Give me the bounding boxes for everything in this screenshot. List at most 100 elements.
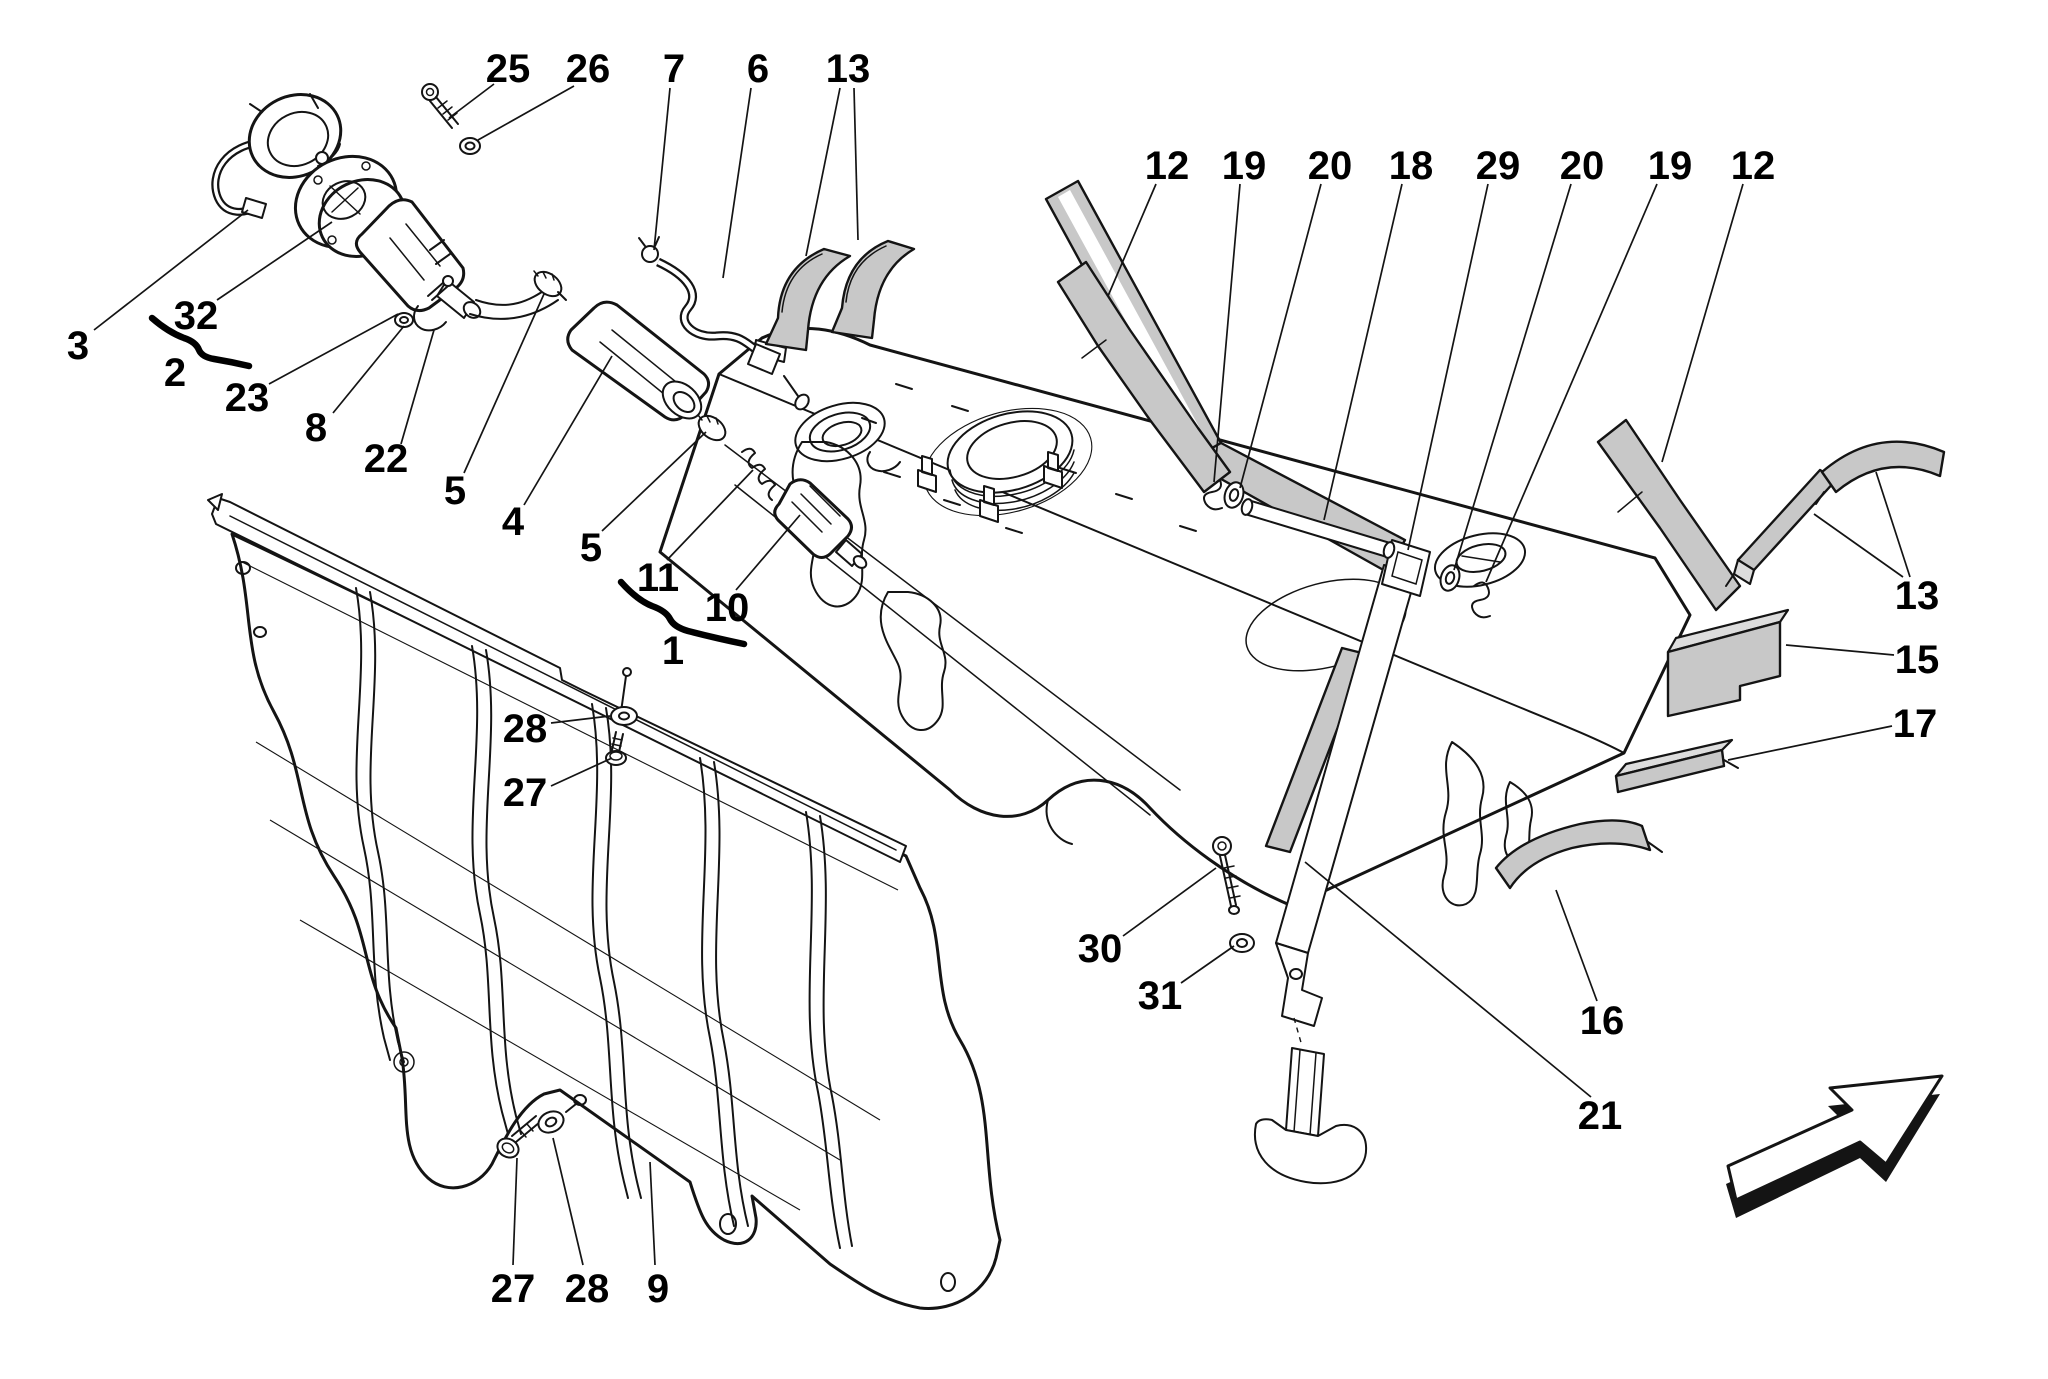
tank-top-front-crease [718,373,1625,754]
nut-26 [459,137,481,155]
breather-hose-highlight [657,259,762,355]
filler-neck [923,407,1093,517]
callout-17-33: 17 [1893,702,1938,746]
washer-31 [1229,933,1255,953]
leader-line-3 [93,209,249,331]
brace-group-2 [148,314,253,370]
leader-line-30 [1122,867,1217,937]
callout-5-21: 5 [580,526,602,570]
washer-20-right-hole [1444,571,1456,585]
leader-line-27 [550,757,613,787]
fuel-pump-cap [247,93,343,179]
retainer-clip-19-right [1471,581,1491,619]
washer-28-lower [537,1110,565,1134]
pad-16 [1494,819,1663,890]
pad-13-front-b [830,239,916,340]
leader-line-29 [1407,183,1489,551]
callout-28-35: 28 [565,1267,610,1311]
leader-line-25 [448,83,495,119]
cable-plug [241,197,267,219]
strap-buckle [1381,539,1431,597]
fuel-tank [658,326,1692,908]
panel-holes [235,561,956,1292]
leader-line-16 [1555,889,1598,1002]
leader-line-13 [1875,471,1911,578]
callout-6-3: 6 [747,47,769,91]
banjo-fitting-7 [638,236,660,263]
panel-creases [237,559,899,1211]
leader-line-28 [550,715,611,724]
leader-line-22 [400,329,435,445]
callout-26-1: 26 [566,47,611,91]
upper-fixing [605,667,638,766]
callout-23-16: 23 [225,376,270,420]
leader-line-5 [463,293,545,474]
leader-line-27 [512,1157,518,1266]
bolt-30 [1212,836,1241,915]
leader-line-13 [1813,513,1904,578]
washer-20-left [1223,481,1245,509]
leader-line-18 [1323,183,1403,521]
callout-21-30: 21 [1578,1094,1623,1138]
bolt-27-upper [605,731,627,766]
callout-20-7: 20 [1308,144,1353,188]
stud [565,1103,577,1113]
pump-assembly [211,83,868,569]
callout-15-32: 15 [1895,638,1940,682]
callout-11-22: 11 [637,556,679,600]
callout-16-29: 16 [1580,999,1625,1043]
leader-line-12 [1661,183,1744,463]
pad-13-rear-flat [1725,468,1838,587]
callout-32-14: 32 [174,294,219,338]
hose-tip-end [794,393,810,411]
foam-pads [764,239,1946,890]
callout-22-18: 22 [364,437,409,481]
leader-line-8 [332,325,405,414]
callout-12-12: 12 [1731,144,1776,188]
callout-28-25: 28 [503,707,548,751]
valve-10 [773,478,868,569]
panel-ribs [355,587,853,1249]
leader-line-11 [666,469,754,561]
breather-hose [656,257,763,357]
callout-27-34: 27 [491,1267,536,1311]
callout-9-36: 9 [647,1267,669,1311]
leader-line-13 [853,87,859,241]
callout-12-5: 12 [1145,144,1190,188]
spring-11 [741,447,776,501]
leader-line-15 [1785,644,1895,656]
leader-line-20 [1453,183,1572,571]
strap-rod-18 [1240,498,1396,559]
pad-13-front-a [764,247,852,352]
callout-19-6: 19 [1222,144,1267,188]
callout-18-8: 18 [1389,144,1434,188]
callout-29-9: 29 [1476,144,1521,188]
leader-line-4 [523,355,613,506]
pad-13-rear-curved [1815,440,1946,505]
leader-line-20 [1239,183,1322,489]
leader-line-19 [1485,183,1658,583]
clamp-23 [413,305,447,332]
pump-body [355,198,482,319]
leader-line-17 [1727,725,1893,761]
lower-fixing [496,1103,577,1159]
tank-strap-highlight [1058,190,1210,453]
leader-line-10 [735,514,801,591]
strap-foot [1275,942,1323,1027]
callout-8-17: 8 [305,406,327,450]
fuel-filter [566,300,711,422]
callout-30-27: 30 [1078,927,1123,971]
leader-line-12 [1107,183,1157,297]
tank-slot-marks [861,383,1197,534]
callout-5-19: 5 [444,469,466,513]
callout-13-31: 13 [1895,574,1940,618]
strap-pad-21 [1264,646,1368,854]
leader-line-32 [216,221,333,301]
clamp-group [394,275,454,332]
washer-28-upper [610,706,638,726]
assembly-axis [1293,1017,1303,1047]
callout-13-4: 13 [826,47,871,91]
